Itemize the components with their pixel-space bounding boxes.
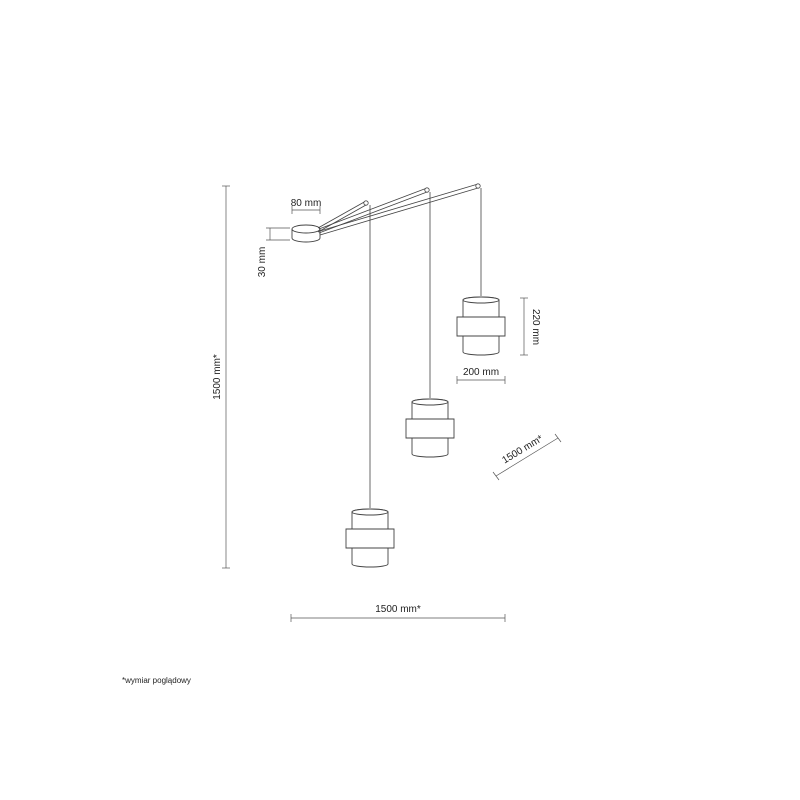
shade-width-label: 200 mm — [463, 367, 499, 378]
canopy-height-label: 30 mm — [257, 247, 268, 278]
shade-middle — [405, 398, 455, 458]
footnote: *wymiar poglądowy — [122, 676, 191, 685]
drop-cables — [369, 188, 482, 508]
hook-points — [363, 183, 481, 206]
dimension-lines — [222, 185, 562, 622]
total-height-label: 1500 mm* — [212, 354, 223, 400]
suspension-arms — [317, 183, 479, 236]
total-width-label: 1500 mm* — [375, 604, 421, 615]
canopy-width-label: 80 mm — [291, 198, 322, 209]
shade-bottom — [345, 508, 395, 568]
canopy — [291, 224, 321, 243]
shade-top — [456, 296, 506, 356]
shade-height-label: 220 mm — [530, 309, 541, 345]
